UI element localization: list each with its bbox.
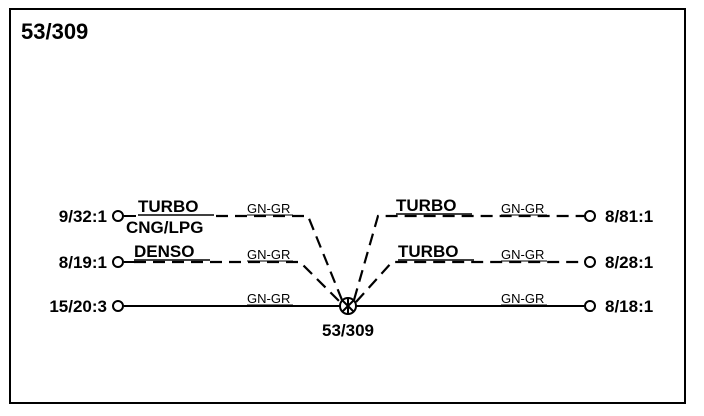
pin-8-81-1 — [584, 210, 596, 222]
wire-8-81-1 — [352, 214, 584, 301]
terminal-label: 9/32:1 — [59, 207, 107, 226]
wire-color-label: GN-GR — [247, 247, 290, 262]
pin-9-32-1 — [112, 210, 124, 222]
pin-8-18-1 — [584, 300, 596, 312]
condition-label: CNG/LPG — [126, 218, 203, 237]
wire-color-label: GN-GR — [501, 201, 544, 216]
splice-label: 53/309 — [322, 321, 374, 340]
terminal-label: 8/28:1 — [605, 253, 653, 272]
terminal-label: 15/20:3 — [49, 297, 107, 316]
wire-8-28-1 — [355, 260, 584, 303]
pin-8-19-1 — [112, 256, 124, 268]
wire-color-label: GN-GR — [501, 291, 544, 306]
wire-9-32-1 — [124, 214, 344, 301]
diagram-title: 53/309 — [21, 19, 88, 44]
wire-color-label: GN-GR — [501, 247, 544, 262]
pin-15-20-3 — [112, 300, 124, 312]
splice-node — [339, 297, 357, 315]
condition-label: TURBO — [138, 197, 198, 216]
wire-color-label: GN-GR — [247, 201, 290, 216]
condition-label: TURBO — [398, 242, 458, 261]
terminal-label: 8/18:1 — [605, 297, 653, 316]
wire-8-19-1 — [124, 260, 341, 303]
wire-color-label: GN-GR — [247, 291, 290, 306]
terminal-label: 8/81:1 — [605, 207, 653, 226]
condition-label: TURBO — [396, 196, 456, 215]
pin-8-28-1 — [584, 256, 596, 268]
condition-label: DENSO — [134, 242, 194, 261]
terminal-label: 8/19:1 — [59, 253, 107, 272]
diagram-frame — [9, 8, 686, 404]
